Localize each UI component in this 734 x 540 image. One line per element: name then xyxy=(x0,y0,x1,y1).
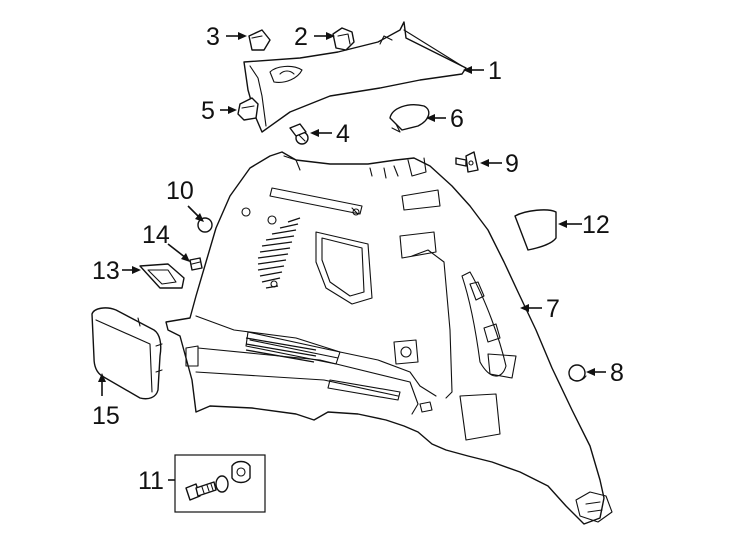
callout-5: 5 xyxy=(201,97,215,125)
part-14-bulb xyxy=(189,257,203,271)
part-8-plug xyxy=(568,364,587,382)
part-11-hardware-box xyxy=(174,454,266,513)
callout-2: 2 xyxy=(294,23,308,51)
part-6-cover-cap xyxy=(389,104,430,133)
leader-14 xyxy=(167,243,187,259)
part-7-quarter-trim-panel xyxy=(165,151,613,525)
callout-6: 6 xyxy=(450,105,464,133)
part-1-upper-quarter-trim xyxy=(243,21,467,133)
callout-13: 13 xyxy=(92,257,120,285)
callout-14: 14 xyxy=(142,221,170,249)
part-5-retainer xyxy=(237,97,259,121)
callout-10: 10 xyxy=(166,177,194,205)
callout-1: 1 xyxy=(488,57,502,85)
part-2-clip xyxy=(332,27,355,51)
part-9-bolt xyxy=(455,151,479,173)
part-15-access-cover xyxy=(91,307,163,400)
callout-12: 12 xyxy=(582,211,610,239)
part-4-screw xyxy=(289,123,309,145)
part-10-plug xyxy=(197,217,213,233)
vent-louvers xyxy=(245,217,317,363)
callout-9: 9 xyxy=(505,150,519,178)
callout-8: 8 xyxy=(610,359,624,387)
leader-lines xyxy=(98,32,606,481)
part-13-lamp xyxy=(139,263,185,289)
callout-7: 7 xyxy=(546,295,560,323)
callout-3: 3 xyxy=(206,23,220,51)
callout-numbers: 1 2 3 4 5 6 7 8 9 10 11 12 13 14 15 xyxy=(92,23,624,495)
callout-11: 11 xyxy=(138,467,164,495)
callout-4: 4 xyxy=(336,120,350,148)
part-3-clip xyxy=(248,29,271,51)
callout-15: 15 xyxy=(92,402,120,430)
part-12-cover xyxy=(514,209,557,251)
